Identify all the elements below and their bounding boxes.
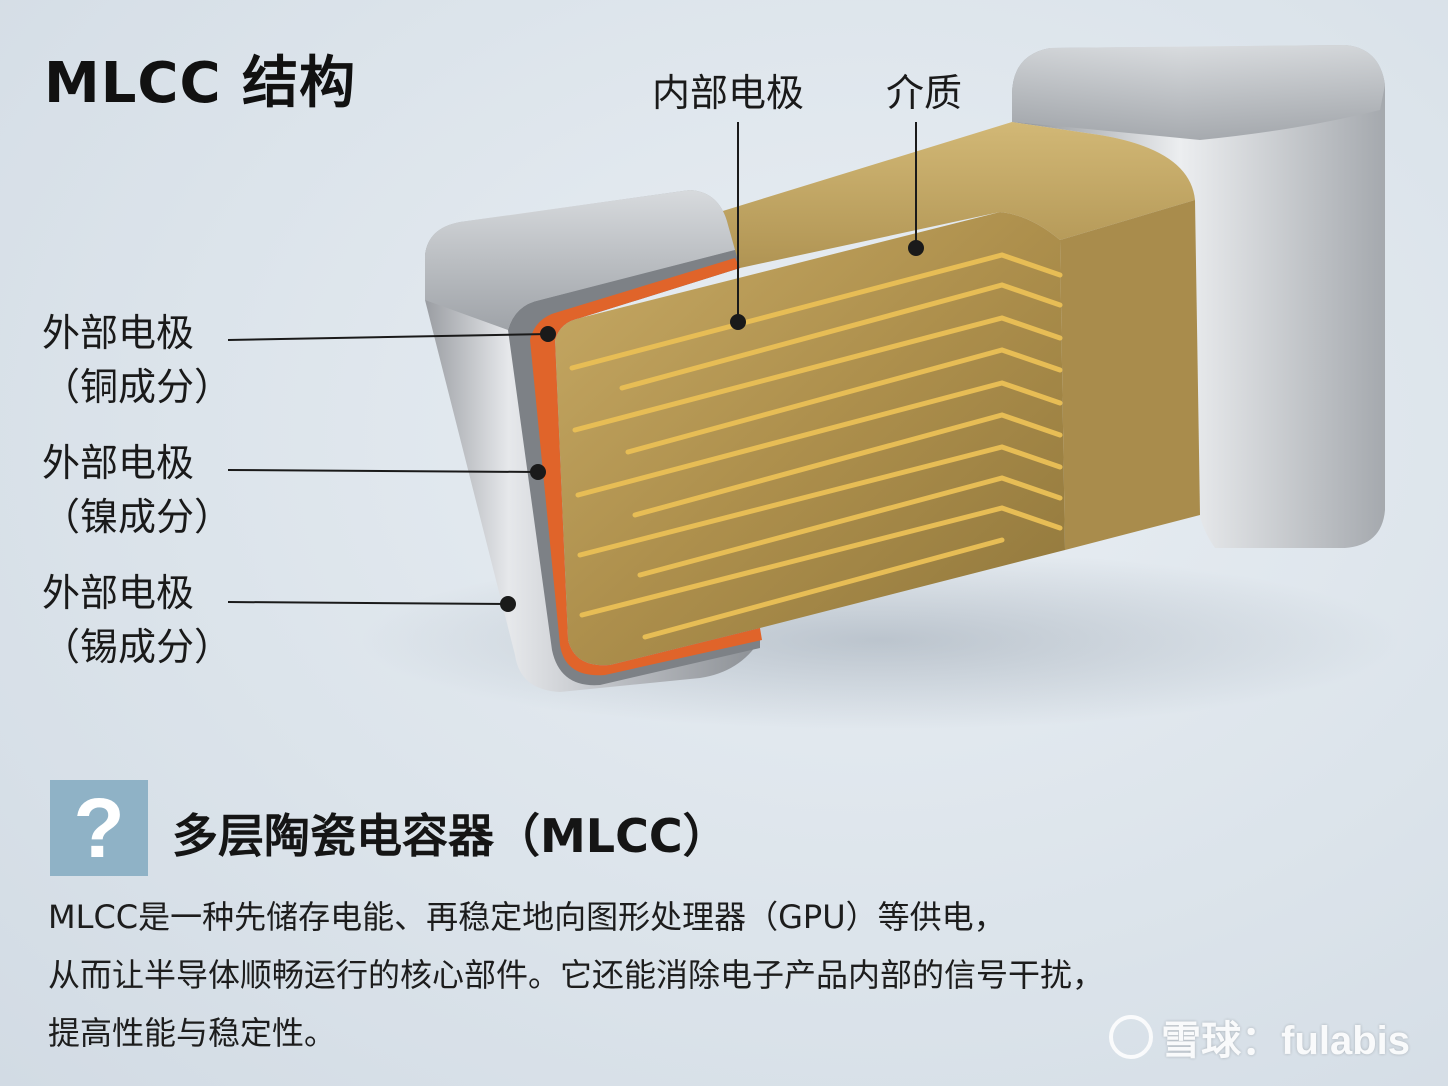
label-ext-tin-detail: （锡成分） xyxy=(42,625,233,669)
description-line: MLCC是一种先储存电能、再稳定地向图形处理器（GPU）等供电， xyxy=(48,898,1006,936)
snowball-logo-icon xyxy=(1109,1015,1154,1059)
internal-electrodes xyxy=(569,252,1063,640)
right-end-cap xyxy=(1012,45,1385,548)
label-ext-copper-detail: （铜成分） xyxy=(42,365,233,409)
left-end-cap xyxy=(425,190,762,692)
label-ext-nickel-detail: （镍成分） xyxy=(42,495,233,539)
label-ext-nickel-name: 外部电极 xyxy=(42,441,195,485)
diagram-title: MLCC 结构 xyxy=(44,51,357,116)
ceramic-top xyxy=(700,122,1195,268)
section-heading: 多层陶瓷电容器（MLCC） xyxy=(172,809,729,863)
label-ext-tin: 外部电极 （锡成分） xyxy=(42,566,232,674)
leader-lines xyxy=(227,122,924,612)
label-ext-copper-name: 外部电极 xyxy=(42,311,195,355)
description-line: 提高性能与稳定性。 xyxy=(48,1014,337,1052)
watermark: 雪球：fulabis xyxy=(1109,1008,1410,1066)
label-ext-copper: 外部电极 （铜成分） xyxy=(42,306,232,414)
description: MLCC是一种先储存电能、再稳定地向图形处理器（GPU）等供电， 从而让半导体顺… xyxy=(48,888,1368,1062)
label-ext-nickel: 外部电极 （镍成分） xyxy=(42,436,232,544)
description-line: 从而让半导体顺畅运行的核心部件。它还能消除电子产品内部的信号干扰， xyxy=(48,956,1105,994)
ceramic-side xyxy=(1060,200,1200,550)
label-ext-tin-name: 外部电极 xyxy=(42,571,195,615)
question-icon: ? xyxy=(50,780,148,876)
label-dielectric: 介质 xyxy=(886,71,963,115)
ceramic-front xyxy=(555,212,1065,666)
watermark-text: 雪球：fulabis xyxy=(1161,1019,1410,1063)
label-internal-electrode: 内部电极 xyxy=(652,71,805,115)
